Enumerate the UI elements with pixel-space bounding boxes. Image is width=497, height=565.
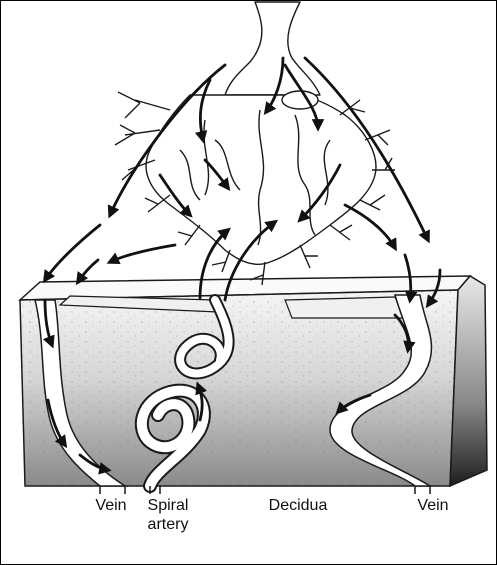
- label-spiral-artery: Spiral artery: [138, 496, 198, 534]
- label-vein-right: Vein: [408, 496, 458, 515]
- label-vein-left: Vein: [86, 496, 136, 515]
- label-artery-line2: artery: [138, 515, 198, 534]
- umbilical-cord: [225, 2, 320, 95]
- label-decidua: Decidua: [258, 496, 338, 515]
- villus-trunk: [146, 95, 376, 264]
- flow-arrow-icon: [110, 245, 175, 262]
- flow-arrow-icon: [345, 205, 395, 248]
- flow-arrow-icon: [45, 225, 100, 280]
- flow-arrow-icon: [78, 260, 98, 282]
- label-spiral-line1: Spiral: [138, 496, 198, 515]
- villous-tree: [115, 2, 395, 285]
